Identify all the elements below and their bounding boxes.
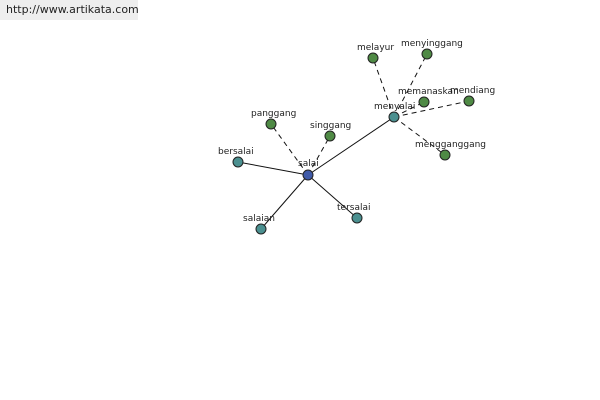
node-menyinggang[interactable] bbox=[421, 48, 433, 60]
edge-menyalai-menyinggang bbox=[393, 53, 428, 118]
node-label-salai[interactable]: salai bbox=[298, 159, 319, 169]
node-tersalai[interactable] bbox=[351, 212, 363, 224]
node-label-salaian[interactable]: salaian bbox=[243, 214, 275, 224]
edge-menyalai-melayur bbox=[372, 57, 395, 118]
edge-menyalai-mendiang bbox=[393, 100, 470, 118]
node-menyalai[interactable] bbox=[388, 111, 400, 123]
edge-salai-salaian bbox=[260, 174, 309, 230]
node-salai[interactable] bbox=[302, 169, 314, 181]
node-melayur[interactable] bbox=[367, 52, 379, 64]
node-label-mendiang[interactable]: mendiang bbox=[450, 86, 495, 96]
node-salaian[interactable] bbox=[255, 223, 267, 235]
node-bersalai[interactable] bbox=[232, 156, 244, 168]
node-mendiang[interactable] bbox=[463, 95, 475, 107]
node-singgang[interactable] bbox=[324, 130, 336, 142]
node-label-melayur[interactable]: melayur bbox=[357, 43, 394, 53]
node-label-mengganggang[interactable]: mengganggang bbox=[415, 140, 486, 150]
node-label-menyalai[interactable]: menyalai bbox=[374, 102, 415, 112]
edge-salai-menyalai bbox=[307, 116, 395, 176]
edge-menyalai-memanaskan bbox=[393, 101, 425, 118]
node-label-bersalai[interactable]: bersalai bbox=[218, 147, 254, 157]
graph-labels: salai menyalai bersalai salaian tersalai pang… bbox=[218, 39, 495, 224]
node-label-tersalai[interactable]: tersalai bbox=[337, 203, 371, 213]
node-label-memanaskan[interactable]: memanaskan bbox=[398, 87, 459, 97]
node-memanaskan[interactable] bbox=[418, 96, 430, 108]
node-panggang[interactable] bbox=[265, 118, 277, 130]
edge-salai-panggang bbox=[270, 123, 309, 176]
edge-menyalai-mengganggang bbox=[393, 116, 446, 156]
edge-salai-bersalai bbox=[237, 161, 309, 176]
node-label-singgang[interactable]: singgang bbox=[310, 121, 351, 131]
node-label-menyinggang[interactable]: menyinggang bbox=[401, 39, 463, 49]
node-label-panggang[interactable]: panggang bbox=[251, 109, 296, 119]
graph-edges bbox=[237, 53, 470, 230]
watermark-url: http://www.artikata.com bbox=[0, 0, 139, 20]
edge-salai-tersalai bbox=[307, 174, 358, 219]
node-mengganggang[interactable] bbox=[439, 149, 451, 161]
edge-salai-singgang bbox=[307, 135, 331, 176]
graph-nodes bbox=[232, 48, 475, 235]
